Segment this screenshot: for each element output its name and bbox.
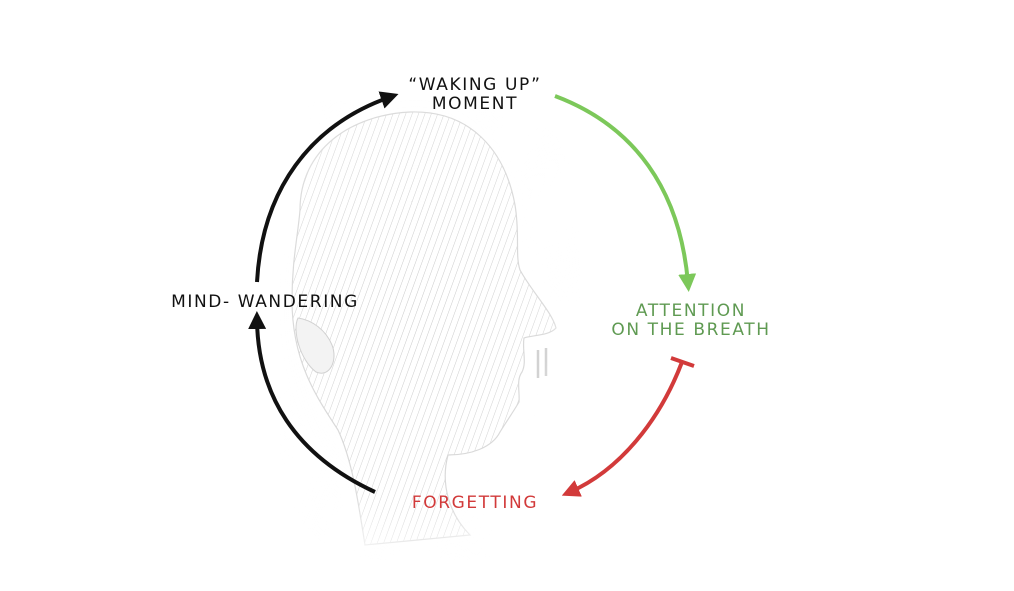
head-illustration — [280, 100, 580, 560]
node-mind-wandering: MIND- WANDERING — [170, 293, 360, 312]
inhibition-bar — [670, 356, 695, 368]
waking-up-line2: MOMENT — [431, 94, 519, 114]
node-forgetting: FORGETTING — [380, 494, 570, 513]
arrow-waking-to-attention — [554, 94, 697, 292]
arrow-mind-wandering-to-waking — [255, 91, 399, 283]
arrow-forgetting-to-mind-wandering — [248, 311, 376, 494]
node-attention-on-breath: ATTENTION ON THE BREATH — [596, 302, 786, 340]
attention-line2: ON THE BREATH — [611, 320, 771, 340]
arrow-attention-blocked-to-forgetting — [561, 361, 684, 497]
mind-wandering-line1: MIND- WANDERING — [171, 292, 359, 312]
forgetting-line1: FORGETTING — [411, 493, 539, 513]
node-waking-up-moment: “WAKING UP” MOMENT — [380, 76, 570, 114]
attention-line1: ATTENTION — [635, 301, 747, 321]
waking-up-line1: “WAKING UP” — [408, 75, 542, 95]
